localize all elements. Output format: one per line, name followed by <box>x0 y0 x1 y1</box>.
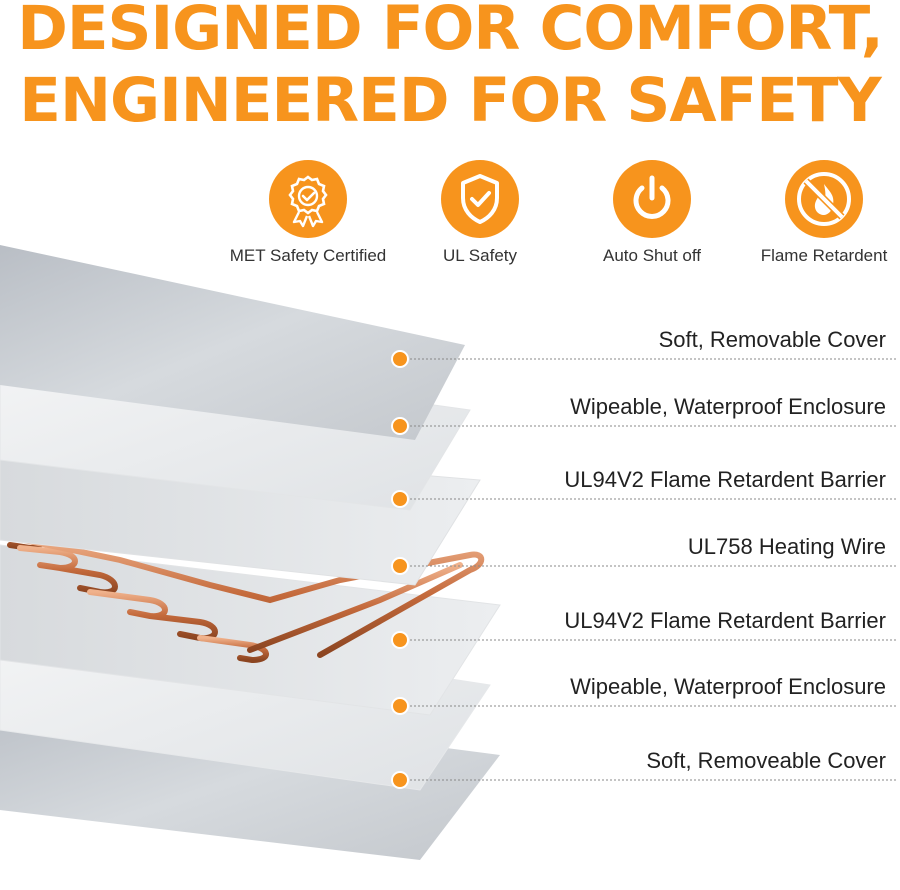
badge-label: Auto Shut off <box>603 246 701 265</box>
callout-dot <box>391 771 409 789</box>
layer-top-cover <box>0 245 465 440</box>
heating-wire <box>0 517 485 664</box>
layer-label-upper-enclosure: Wipeable, Waterproof Enclosure <box>570 394 886 419</box>
layer-label-lower-enclosure: Wipeable, Waterproof Enclosure <box>570 674 886 699</box>
callout-dot <box>391 417 409 435</box>
badge-label: Flame Retardent <box>760 246 888 265</box>
layer-label-bottom-cover: Soft, Removeable Cover <box>646 748 886 773</box>
callout-dot <box>391 350 409 368</box>
badge-label: MET Safety Certified <box>229 246 387 265</box>
no-flame-icon <box>785 160 863 238</box>
badge-met-certified: MET Safety Certified <box>218 160 398 266</box>
shield-check-icon <box>441 160 519 238</box>
layer-label-lower-barrier: UL94V2 Flame Retardent Barrier <box>564 608 886 633</box>
callout-dot <box>391 490 409 508</box>
headline-line-2: ENGINEERED FOR SAFETY <box>19 65 881 136</box>
badge-flame-retardent: Flame Retardent <box>734 160 900 266</box>
headline-line-1: DESIGNED FOR COMFORT, <box>17 0 884 64</box>
badge-auto-shut-off: Auto Shut off <box>562 160 742 266</box>
layer-label-heating-wire: UL758 Heating Wire <box>687 534 886 559</box>
callout-dots <box>391 350 409 789</box>
badge-ul-safety: UL Safety <box>390 160 570 266</box>
callout-dot <box>391 631 409 649</box>
power-icon <box>613 160 691 238</box>
callout-dot <box>391 557 409 575</box>
callout-leaders <box>410 358 898 781</box>
badge-label: UL Safety <box>442 246 518 265</box>
layer-label-top-cover: Soft, Removable Cover <box>658 327 886 352</box>
callout-dot <box>391 697 409 715</box>
layer-label-upper-barrier: UL94V2 Flame Retardent Barrier <box>564 467 886 492</box>
certified-ribbon-icon <box>269 160 347 238</box>
